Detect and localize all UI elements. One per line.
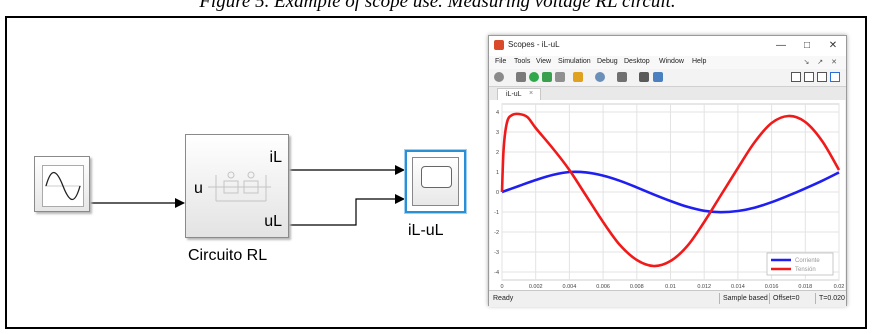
menu-desktop[interactable]: Desktop [624,58,650,65]
x-tick-label: 0.014 [731,284,745,290]
signal-line-ul-to-scope[interactable] [289,194,405,226]
menu-file[interactable]: File [495,58,507,65]
x-tick-label: 0.02 [834,284,845,290]
subsystem-name-label: Circuito RL [188,247,268,264]
menu-bar: File Tools View Simulation Debug Desktop… [489,56,846,69]
highlight-icon[interactable] [573,72,583,82]
y-tick-label: 3 [496,130,499,136]
series-line-voltage [500,112,841,268]
y-tick-label: 1 [496,170,499,176]
tab-label: iL-uL [506,91,522,98]
y-tick-label: -3 [494,250,499,256]
tab-il-ul[interactable]: iL-uL × [497,88,541,101]
split-horizontal-icon[interactable] [817,72,827,82]
step-forward-icon[interactable] [542,72,552,82]
scope-plot: 0 0.002 0.004 0.006 0.008 0.01 0.012 0.014 0.016… [494,103,845,290]
menu-simulation[interactable]: Simulation [558,58,591,65]
tab-close-icon[interactable]: × [529,90,534,97]
circuit-schematic-icon [208,171,271,202]
x-tick-label: 0 [500,284,503,290]
status-ready-text: Ready [493,295,514,302]
toolbar [489,69,846,87]
layout-icon[interactable] [791,72,801,82]
minimize-button[interactable]: — [776,40,786,51]
triggers-icon[interactable] [639,72,649,82]
scope-window: Scopes - iL-uL — □ ✕ File Tools View Sim… [488,35,847,307]
scope-block[interactable] [405,150,466,213]
single-view-icon[interactable] [830,72,840,82]
zoom-icon[interactable] [595,72,605,82]
input-port-label: u [194,180,203,197]
step-back-icon[interactable] [516,72,526,82]
menu-debug[interactable]: Debug [597,58,618,65]
split-vertical-icon[interactable] [804,72,814,82]
status-sample-mode: Sample based [719,293,768,304]
rl-circuit-subsystem-block[interactable]: u iL uL [185,134,289,238]
close-button[interactable]: ✕ [828,40,838,51]
y-tick-label: -4 [494,270,499,276]
y-tick-label: 2 [496,150,499,156]
legend-label: Corriente [795,258,820,264]
scale-axes-icon[interactable] [617,72,627,82]
y-tick-label: 0 [496,190,499,196]
matlab-app-icon [494,40,504,50]
settings-gear-icon[interactable] [494,72,504,82]
maximize-button[interactable]: □ [803,40,811,51]
tab-strip: iL-uL × [489,87,846,101]
scope-block-label: iL-uL [408,222,444,239]
y-tick-label: -2 [494,230,499,236]
menu-help[interactable]: Help [692,58,707,65]
sine-wave-source-block[interactable] [34,156,90,212]
window-title: Scopes - iL-uL [508,40,560,49]
run-icon[interactable] [529,72,539,82]
sine-wave-icon [42,165,84,207]
series-line-current [501,170,840,214]
dock-controls-icon[interactable]: ↘ ↗ ✕ [803,59,840,66]
scope-icon [412,157,459,206]
x-tick-label: 0.01 [665,284,676,290]
menu-window[interactable]: Window [659,58,684,65]
cursor-measurements-icon[interactable] [653,72,663,82]
x-tick-label: 0.004 [563,284,577,290]
x-tick-label: 0.002 [529,284,543,290]
output-port-label-current: iL [269,149,282,166]
menu-view[interactable]: View [536,58,552,65]
stop-icon[interactable] [555,72,565,82]
status-bar: Ready Sample based Offset=0 T=0.020 [489,290,846,307]
x-tick-label: 0.006 [596,284,610,290]
window-titlebar[interactable]: Scopes - iL-uL — □ ✕ [489,36,846,56]
y-tick-label: -1 [494,210,499,216]
legend-label: Tensión [795,267,816,273]
x-tick-label: 0.018 [798,284,812,290]
status-time: T=0.020 [815,293,845,304]
y-tick-label: 4 [496,110,499,116]
scope-plot-area[interactable]: 0 0.002 0.004 0.006 0.008 0.01 0.012 0.014 0.016… [490,100,845,290]
menu-tools[interactable]: Tools [514,58,531,65]
output-port-label-voltage: uL [264,213,282,230]
x-tick-label: 0.016 [765,284,779,290]
x-tick-label: 0.008 [630,284,644,290]
status-offset: Offset=0 [769,293,800,304]
figure-caption: Figure 5. Example of scope use. Measurin… [199,0,676,12]
x-tick-label: 0.012 [697,284,711,290]
